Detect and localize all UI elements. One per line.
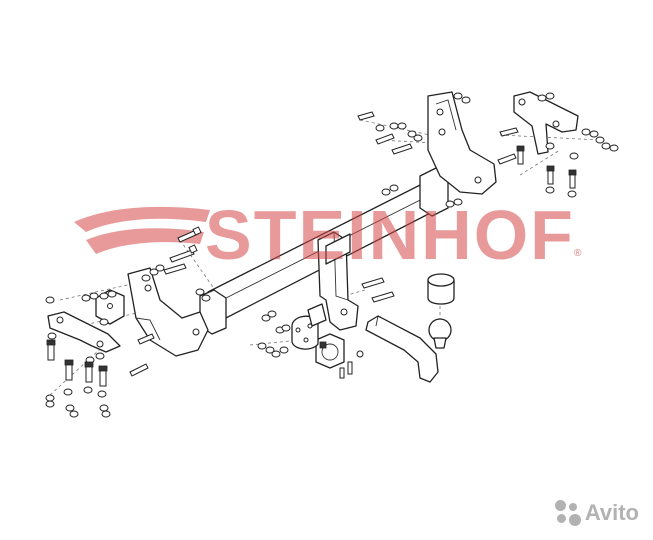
washers-left-plate [45,290,117,364]
marketplace-watermark: Avito [554,500,639,526]
washers-left [141,264,211,302]
bolts-and-hardware [45,92,619,418]
bolt-set-left-top [163,226,202,275]
watermark-dots-icon [554,500,581,526]
vertical-bolts-left [46,339,108,387]
washers-center [257,310,291,358]
watermark-text: Avito [584,500,639,525]
nuts-left-bottom [45,386,111,418]
right-mounting-plate [513,91,579,155]
left-side-bracket [127,267,209,357]
socket-bracket [307,303,327,327]
electrical-socket [315,333,345,369]
bolt-set-right-plate [497,92,619,198]
registered-mark: ® [574,248,582,259]
tow-ball-neck [365,315,452,383]
right-side-bracket [427,91,497,195]
center-hitch-bracket [317,231,359,331]
bolt-set-right-top [357,92,471,208]
brand-logo-text: STEINHOF [205,196,575,274]
bolt-left-low [129,333,155,377]
tow-ball-cap [427,273,455,305]
bolts-center [339,277,395,379]
left-mounting-plate [47,311,121,353]
steinhof-logo-swoosh [74,206,210,254]
